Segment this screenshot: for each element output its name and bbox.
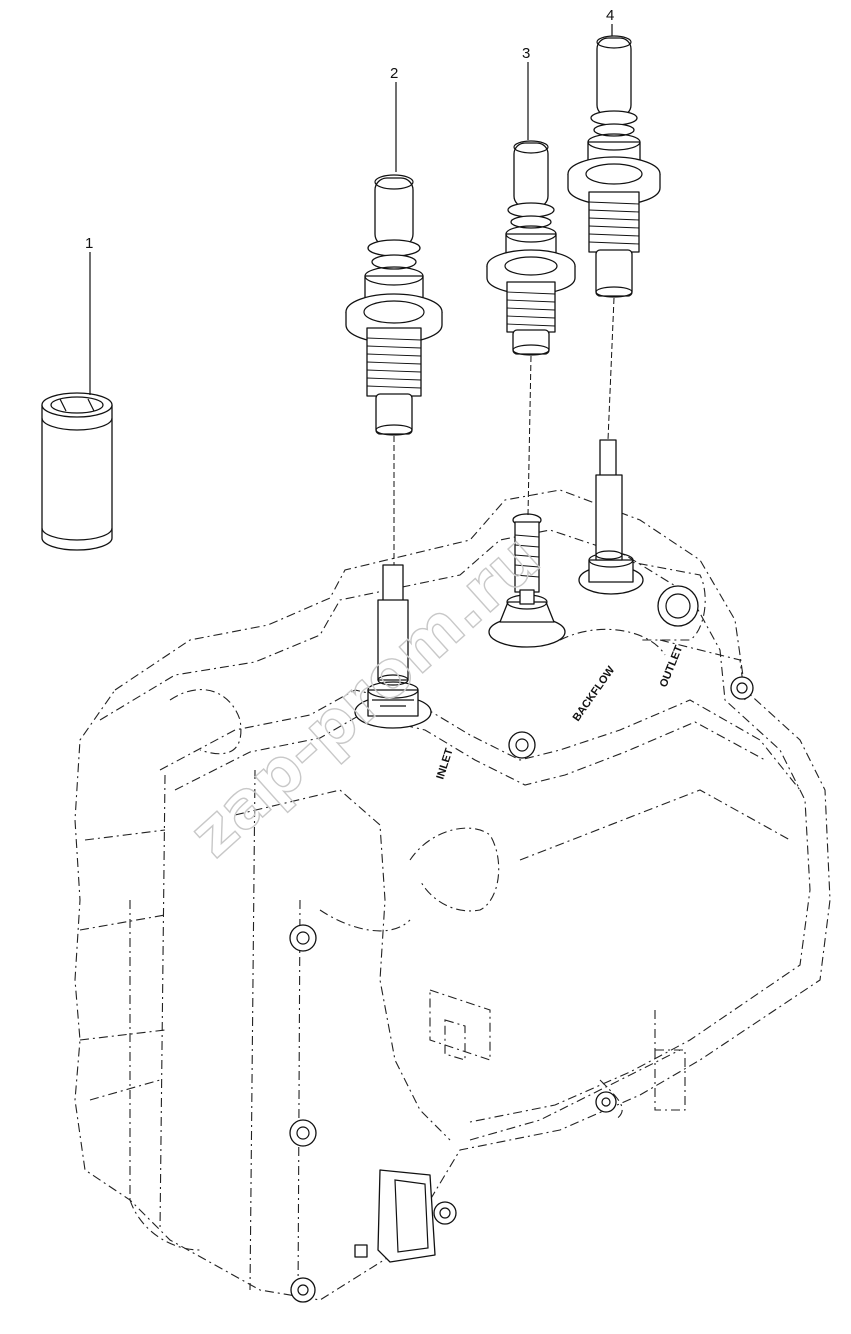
stamp-inlet: INLET — [434, 747, 455, 781]
part-2-valve — [345, 174, 443, 436]
inlet-port — [354, 681, 432, 729]
installed-stem-inlet — [377, 564, 409, 686]
part-1-sleeve — [41, 392, 113, 551]
housing-bolts — [289, 585, 754, 1303]
port-stamps: INLET BACKFLOW OUTLET — [434, 644, 685, 781]
outlet-port — [578, 552, 644, 595]
electrical-connector — [354, 1169, 436, 1263]
callout-1: 1 — [85, 235, 93, 252]
callout-3: 3 — [522, 45, 530, 62]
callout-2: 2 — [390, 65, 398, 82]
part-3-valve — [486, 140, 576, 356]
part-4-valve — [567, 35, 661, 298]
installed-stem-outlet — [595, 439, 623, 561]
callout-leaders — [89, 24, 613, 395]
backflow-port — [488, 594, 566, 648]
assembly-lead-lines — [393, 297, 615, 565]
watermark: zap-prom.ru — [176, 521, 554, 872]
callout-labels: 1 2 3 4 — [85, 7, 614, 252]
stamp-backflow: BACKFLOW — [571, 664, 618, 724]
callout-4: 4 — [606, 7, 614, 24]
installed-stem-backflow — [512, 513, 542, 605]
